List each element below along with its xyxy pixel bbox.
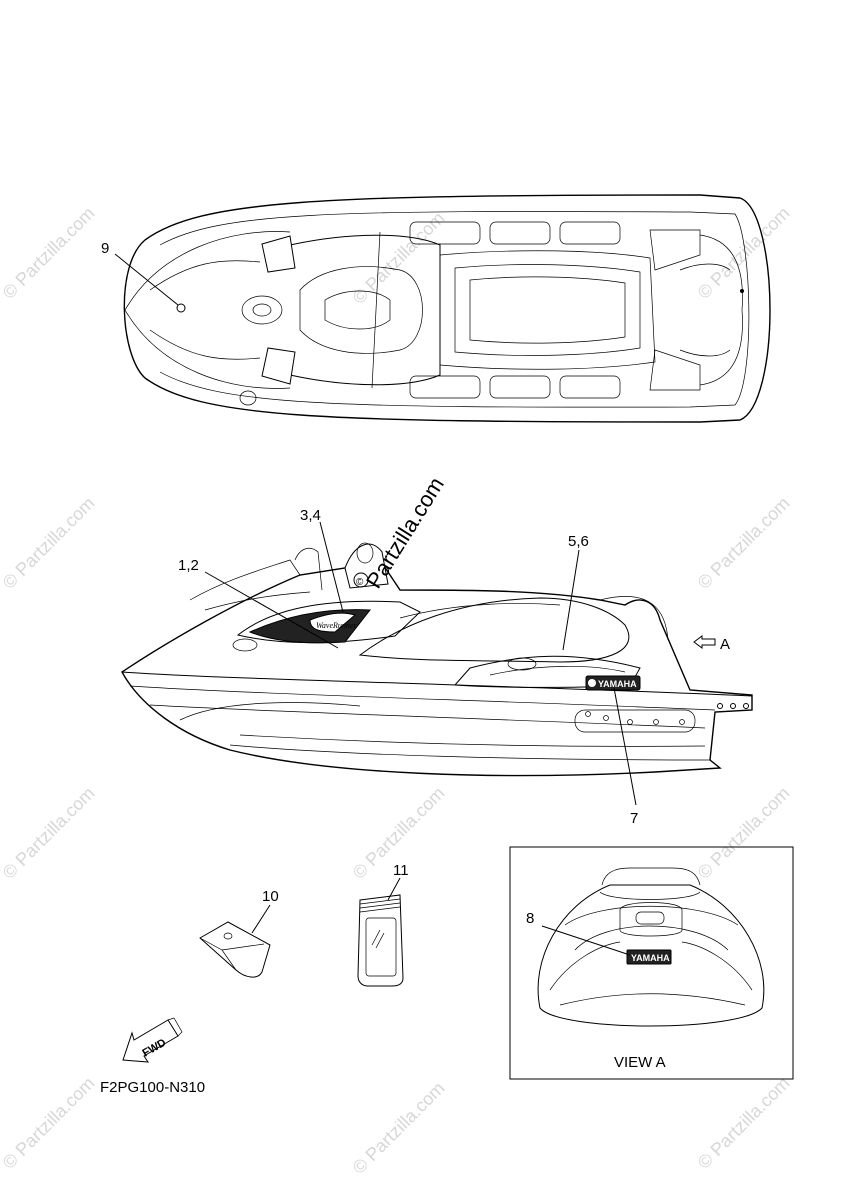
leader-9 [114, 253, 179, 306]
fwd-arrow-icon: FWD [122, 1017, 183, 1063]
callout-9: 9 [101, 240, 109, 257]
watermark: © Partzilla.com [349, 1078, 449, 1178]
watermark-layer: © Partzilla.com © Partzilla.com © Partzi… [0, 203, 794, 1178]
watermark: © Partzilla.com [694, 783, 794, 883]
svg-text:©: © [356, 577, 364, 588]
watermark: © Partzilla.com [0, 1073, 99, 1173]
view-a-label: VIEW A [614, 1054, 666, 1071]
watermark: © Partzilla.com [349, 208, 449, 308]
part-11-card: 11 [357, 862, 409, 987]
watermark: © Partzilla.com [0, 493, 99, 593]
part-10-pouch: 10 [199, 888, 279, 978]
side-view-watercraft: WaveRunner YAMAHA A 1,2 3,4 5,6 7 [121, 507, 753, 827]
watermark: © Partzilla.com [694, 1073, 794, 1173]
view-a-panel: YAMAHA 8 VIEW A [509, 846, 794, 1080]
callout-10: 10 [262, 888, 279, 905]
leader-7 [613, 687, 637, 806]
leader-10 [251, 904, 271, 934]
callout-7: 7 [630, 810, 638, 827]
callout-3-4: 3,4 [300, 507, 321, 524]
fwd-label: FWD [141, 1037, 169, 1060]
callout-5-6: 5,6 [568, 533, 589, 550]
top-view-watercraft: 9 [101, 194, 771, 423]
view-a-frame [509, 846, 794, 1080]
leader-3-4 [319, 521, 344, 613]
watermark: © Partzilla.com [694, 203, 794, 303]
callout-1-2: 1,2 [178, 557, 199, 574]
hull-badge-text: YAMAHA [598, 679, 637, 689]
leader-5-6 [562, 549, 580, 651]
center-watermark: Partzilla.com [361, 473, 449, 593]
watermark: © Partzilla.com [0, 203, 99, 303]
view-a-arrow [693, 635, 716, 649]
watermark: © Partzilla.com [0, 783, 99, 883]
view-a-badge-text: YAMAHA [631, 953, 670, 963]
waverunner-decal-text: WaveRunner [316, 621, 357, 630]
watermark: © Partzilla.com [694, 493, 794, 593]
leader-8 [541, 925, 631, 956]
callout-11: 11 [393, 862, 409, 879]
part-code: F2PG100-N310 [100, 1079, 205, 1096]
callout-8: 8 [526, 910, 534, 927]
leader-1-2 [204, 571, 339, 649]
view-arrow-label: A [720, 636, 730, 653]
leader-11 [387, 877, 401, 901]
